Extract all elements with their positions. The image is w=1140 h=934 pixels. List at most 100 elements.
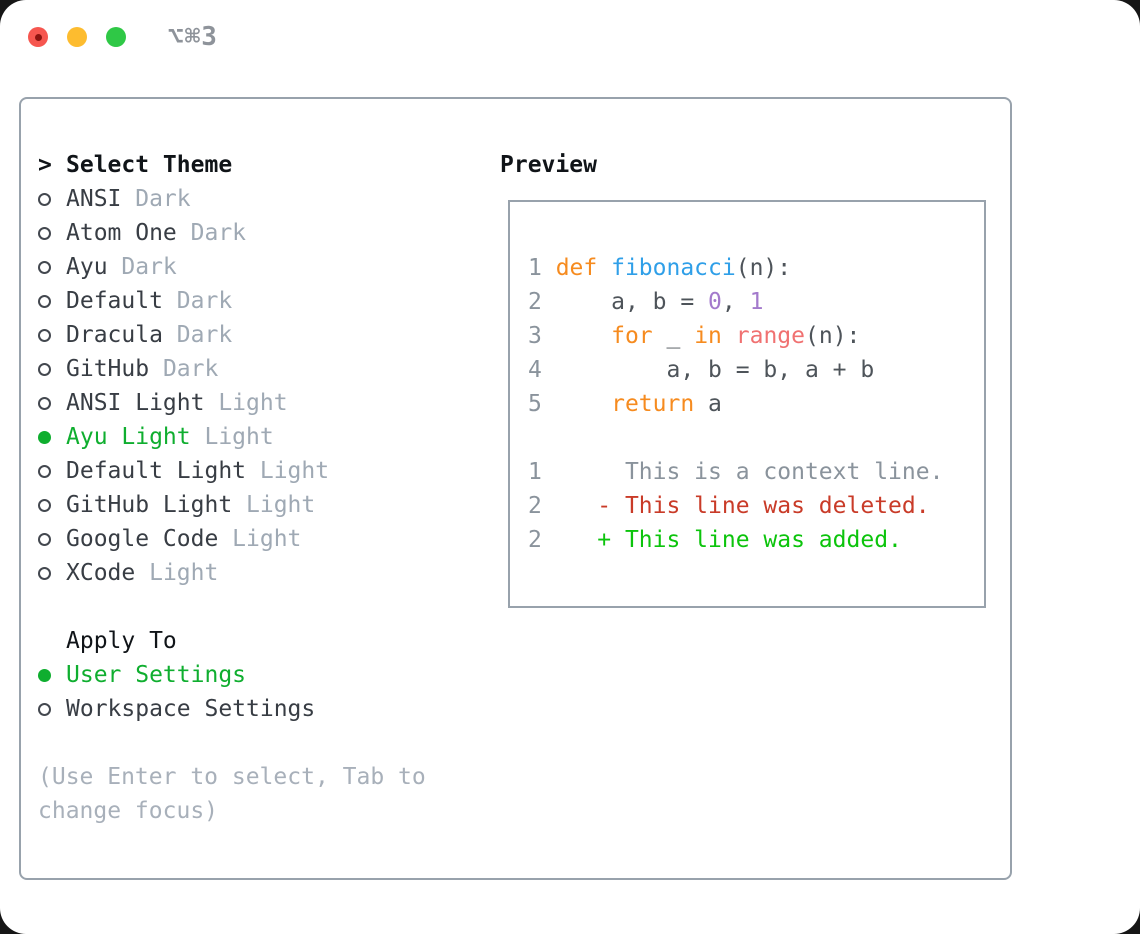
radio-icon <box>38 396 66 410</box>
code-line: 1 This is a context line. <box>528 455 984 489</box>
code-token-function: fibonacci <box>611 255 736 281</box>
code-line: 1 def fibonacci(n): <box>528 251 984 285</box>
theme-variant-label: Dark <box>190 220 247 246</box>
theme-variant-label: Dark <box>176 322 233 348</box>
code-line: 2 + This line was added. <box>528 523 984 557</box>
theme-option-google-code-light[interactable]: Google Code Light <box>38 522 426 556</box>
theme-variant-label: Light <box>246 492 316 518</box>
code-token-plain: (n): <box>735 255 792 281</box>
radio-icon <box>38 464 66 478</box>
code-line: 5 return a <box>528 387 984 421</box>
radio-icon <box>38 532 66 546</box>
theme-name: GitHub <box>66 356 150 382</box>
code-token-plain <box>722 323 736 349</box>
theme-option-default-light-light[interactable]: Default Light Light <box>38 454 426 488</box>
theme-variant-label: Dark <box>135 186 191 212</box>
code-token-plain <box>542 323 611 349</box>
theme-name: Default <box>66 288 163 314</box>
code-token-context: This is a context line. <box>541 459 944 485</box>
theme-name: Google Code <box>66 526 219 552</box>
theme-option-github-light-light[interactable]: GitHub Light Light <box>38 488 426 522</box>
code-token-plain: a <box>694 391 722 417</box>
code-line <box>528 421 984 455</box>
theme-variant-label: Light <box>204 424 274 450</box>
radio-icon <box>38 498 66 512</box>
select-theme-title: Select Theme <box>66 152 233 178</box>
code-token-plain: , <box>721 289 750 315</box>
spacer-row <box>38 590 426 624</box>
theme-name: GitHub Light <box>66 492 233 518</box>
code-token-number: 0 <box>708 289 722 315</box>
theme-name: Dracula <box>66 322 163 348</box>
radio-icon <box>38 226 66 240</box>
code-token-gutter: 3 <box>528 323 542 349</box>
theme-name: Default Light <box>66 458 247 484</box>
preview-title: Preview <box>500 152 597 178</box>
theme-name: ANSI <box>66 186 122 212</box>
theme-option-atom-one-dark[interactable]: Atom One Dark <box>38 216 426 250</box>
code-line: 2 a, b = 0, 1 <box>528 285 984 319</box>
cursor-marker: > <box>38 148 66 182</box>
spacer-row <box>38 726 426 760</box>
apply-option-workspace-settings[interactable]: Workspace Settings <box>38 692 426 726</box>
code-token-keyword: return <box>611 391 695 417</box>
code-token-added: + This line was added. <box>541 527 902 553</box>
code-token-gutter: 2 <box>528 289 542 315</box>
radio-icon <box>38 192 66 206</box>
radio-selected-icon <box>38 430 66 444</box>
radio-selected-icon <box>38 668 66 682</box>
code-token-number: 1 <box>749 289 764 315</box>
theme-variant-label: Light <box>218 390 288 416</box>
close-button[interactable] <box>28 27 48 47</box>
theme-option-github-dark[interactable]: GitHub Dark <box>38 352 426 386</box>
theme-variant-label: Dark <box>162 356 219 382</box>
theme-name: ANSI Light <box>66 390 205 416</box>
code-token-keyword: in <box>694 323 722 349</box>
code-token-special: range <box>735 323 806 349</box>
theme-name: Atom One <box>66 220 177 246</box>
zoom-button[interactable] <box>106 27 126 47</box>
radio-icon <box>38 328 66 342</box>
code-token-plain: _ <box>652 323 695 349</box>
hint-text: change focus) <box>38 798 219 824</box>
apply-to-header: Apply To <box>38 624 426 658</box>
theme-variant-label: Light <box>232 526 302 552</box>
code-token-plain <box>542 391 611 417</box>
theme-variant-label: Dark <box>121 254 177 280</box>
minimize-button[interactable] <box>67 27 87 47</box>
code-token-gutter: 1 <box>528 255 556 281</box>
window-title: ⌥⌘3 <box>168 22 218 52</box>
radio-icon <box>38 702 66 716</box>
code-token-plain: a, b = <box>541 289 709 315</box>
code-line: 2 - This line was deleted. <box>528 489 984 523</box>
code-token-deleted: - This line was deleted. <box>541 493 930 519</box>
close-dot-icon <box>34 33 42 41</box>
code-token-gutter: 5 <box>528 391 542 417</box>
radio-icon <box>38 566 66 580</box>
code-token-gutter: 2 <box>528 527 542 553</box>
radio-icon <box>38 294 66 308</box>
theme-variant-label: Light <box>259 458 330 484</box>
code-token-gutter: 4 <box>528 357 542 383</box>
radio-icon <box>38 362 66 376</box>
theme-option-ansi-light-light[interactable]: ANSI Light Light <box>38 386 426 420</box>
code-token-plain: a, b = b, a + b <box>541 357 875 383</box>
code-token-gutter: 2 <box>528 493 542 519</box>
theme-option-ansi-dark[interactable]: ANSI Dark <box>38 182 426 216</box>
apply-option-label: Workspace Settings <box>66 696 316 722</box>
apply-option-user-settings[interactable]: User Settings <box>38 658 426 692</box>
traffic-lights <box>28 27 126 47</box>
theme-option-dracula-dark[interactable]: Dracula Dark <box>38 318 426 352</box>
code-line: 4 a, b = b, a + b <box>528 353 984 387</box>
code-token-gutter: 1 <box>528 459 542 485</box>
code-token-keyword: for <box>611 323 653 349</box>
